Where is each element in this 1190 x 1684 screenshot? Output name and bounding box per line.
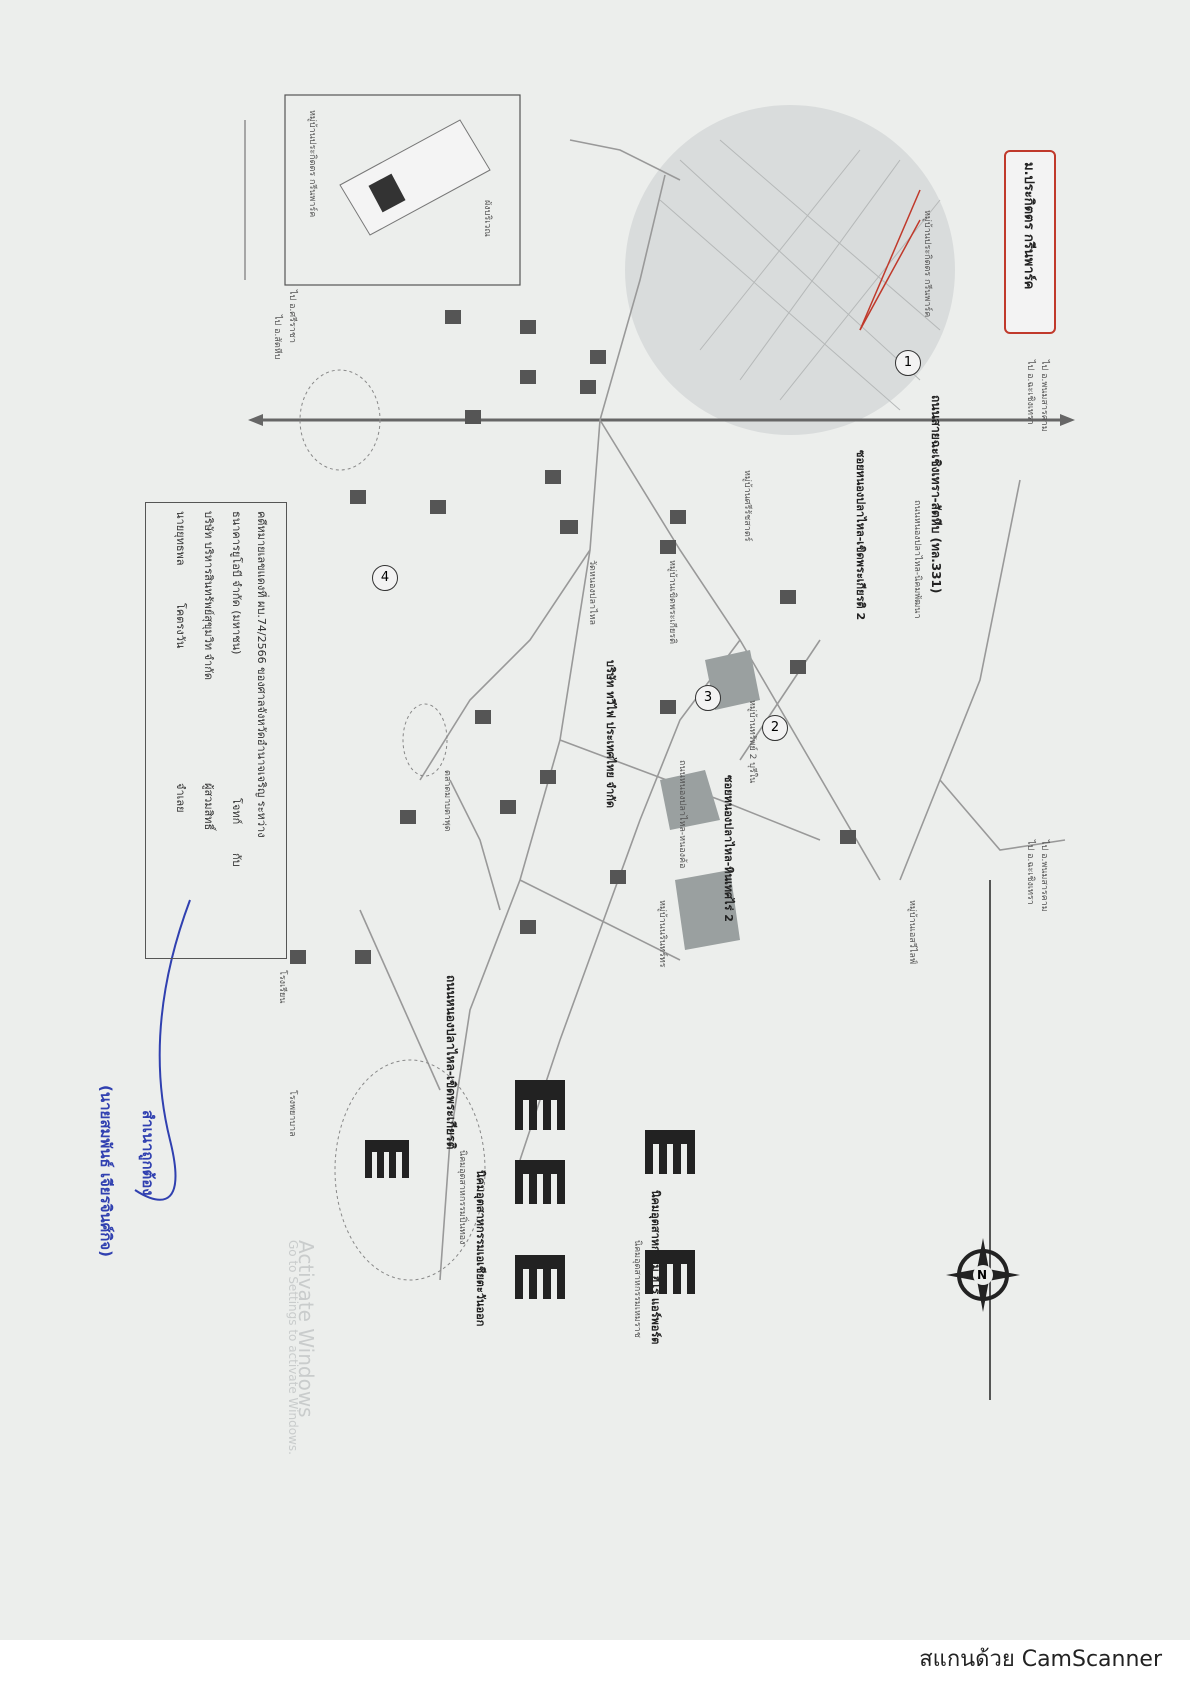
school-label: โรงเรียน: [277, 970, 287, 1004]
temple-label: วัดหนองปลาไหล: [587, 560, 597, 626]
callout-pointer: [859, 189, 921, 331]
village-grid: [659, 139, 941, 411]
case-line-1: คดีหมายเลขแดงที่ ผบ.74/2566 ของศาลจังหวั…: [255, 511, 268, 838]
estate-label-3: นิคมอุตสาหกรรม ฮีโร่ แอร์พอร์ต: [649, 1190, 662, 1345]
dashed-zone-3: [334, 1059, 486, 1281]
compass-letter: N: [977, 1268, 988, 1282]
estate-label-4: นิคมอุตสาหกรรมเหมราช: [632, 1240, 642, 1338]
label-to-left-1: ไป อ.ศรีราชา: [287, 290, 297, 343]
dashed-zone-2: [402, 703, 448, 777]
route-highlight-3: ซอยหนองปลาไหล-หินเทศไร่ 2: [722, 775, 735, 922]
estate-label-1: นิคมอุตสาหกรรมเอเชียตะวันออก: [474, 1170, 487, 1327]
inset-building: [368, 173, 406, 213]
map-graphic: [134, 94, 1075, 1400]
case-line-2-role: โจทก์: [230, 798, 243, 825]
location-map: [120, 80, 1080, 1440]
label-to-top-mid-2: ไป อ.ฉะเชิงเทรา: [1025, 840, 1035, 905]
route-highlight-1: ซอยหนองปลาไหล-เขิดพระเกียรติ 2: [854, 450, 867, 621]
site-callout: ม.ประกิตตร กรีนพาร์ค: [1004, 150, 1056, 334]
case-line-4-surname: โคตรงวัน: [174, 603, 187, 649]
village-top-label: หมู่บ้านประกิตตร กรีนพาร์ค: [922, 210, 932, 318]
hospital-label: โรงพยาบาล: [287, 1090, 297, 1137]
scanned-sheet: [0, 0, 1190, 1640]
marker-3: 3: [695, 685, 721, 711]
case-line-2: ธนาคารยูโอบี จำกัด (มหาชน): [230, 511, 243, 655]
market-label: ตลาดมาบตาพุด: [442, 770, 452, 832]
factory-icons: [365, 1080, 695, 1299]
watermark-line-2: Go to Settings to activate Windows.: [286, 1240, 300, 1455]
inset-frame: [284, 94, 521, 286]
case-line-3-role: ผู้สวมสิทธิ์: [202, 783, 215, 831]
north-compass: N: [938, 1230, 1028, 1320]
marker-2: 2: [762, 715, 788, 741]
label-to-top-mid-1: ไป อ.พนมสารคาม: [1039, 840, 1049, 912]
signature-stroke: [134, 899, 191, 1201]
certification-stamp: สำเนาถูกต้อง (นายสมพันธ์ เจียรจินศ์กิจ): [88, 990, 198, 1290]
marker-1: 1: [895, 350, 921, 376]
factory-label-1: บริษัท ทวีไฟ ประเทศไทย จำกัด: [604, 660, 617, 809]
village-label-1: หมู่บ้านศรีรัชสาตร์: [742, 470, 752, 542]
village-label-5: หมู่บ้านนรินทร์ทร: [657, 900, 667, 968]
inset-label: หมู่บ้านประกิตตร กรีนพาร์ค: [307, 110, 317, 218]
side-road-label-1: ถนนหนองปลาไหล-นิคมพัฒนา: [912, 500, 922, 619]
marker-4: 4: [372, 565, 398, 591]
dashed-zone-1: [299, 369, 381, 471]
case-info-box: คดีหมายเลขแดงที่ ผบ.74/2566 ของศาลจังหวั…: [145, 502, 287, 959]
side-road-label-2: ถนนหนองปลาไหล-หนองค้อ: [677, 760, 687, 869]
case-line-4-role: จำเลย: [174, 783, 187, 813]
callout-label: ม.ประกิตตร กรีนพาร์ค: [1021, 162, 1036, 290]
village-shaded-area: [625, 105, 955, 435]
village-label-3: หมู่บ้านทรัพย์ 2 บุรีใน: [747, 700, 757, 784]
certify-text: สำเนาถูกต้อง: [139, 1110, 157, 1196]
case-line-3: บริษัท บริหารสินทรัพย์สุขุมวิท จำกัด: [202, 511, 215, 681]
inset-title: ผังบริเวณ: [482, 200, 492, 237]
scanner-caption: สแกนด้วย CamScanner: [919, 1647, 1162, 1672]
estate-label-2: นิคมอุตสาหกรรมปิ่นทอง: [457, 1150, 467, 1245]
village-label-4: หมู่บ้านเอสวีไลฟ์: [907, 900, 917, 965]
inset-parcel: [339, 119, 491, 236]
label-to-left-2: ไป อ.สัตหีบ: [272, 315, 282, 360]
main-road-label: ถนนสายฉะเชิงเทรา-สัตหีบ (ทล.331): [929, 395, 943, 594]
route-highlight-2: ถนนหนองปลาไหล-เขิดพระเกียรติ: [444, 975, 458, 1150]
certifier-name: (นายสมพันธ์ เจียรจินศ์กิจ): [97, 1085, 115, 1257]
building-icons: [290, 310, 856, 964]
case-line-4: นายยุทธพล: [174, 511, 187, 566]
label-to-top-right-1: ไป อ.พนมสารคาม: [1039, 360, 1049, 432]
label-to-top-right-2: ไป อ.ฉะเชิงเทรา: [1025, 360, 1035, 425]
village-label-2: หมู่บ้านเขิดพระเกียรติ: [667, 560, 677, 644]
case-line-2-with: กับ: [230, 853, 243, 867]
